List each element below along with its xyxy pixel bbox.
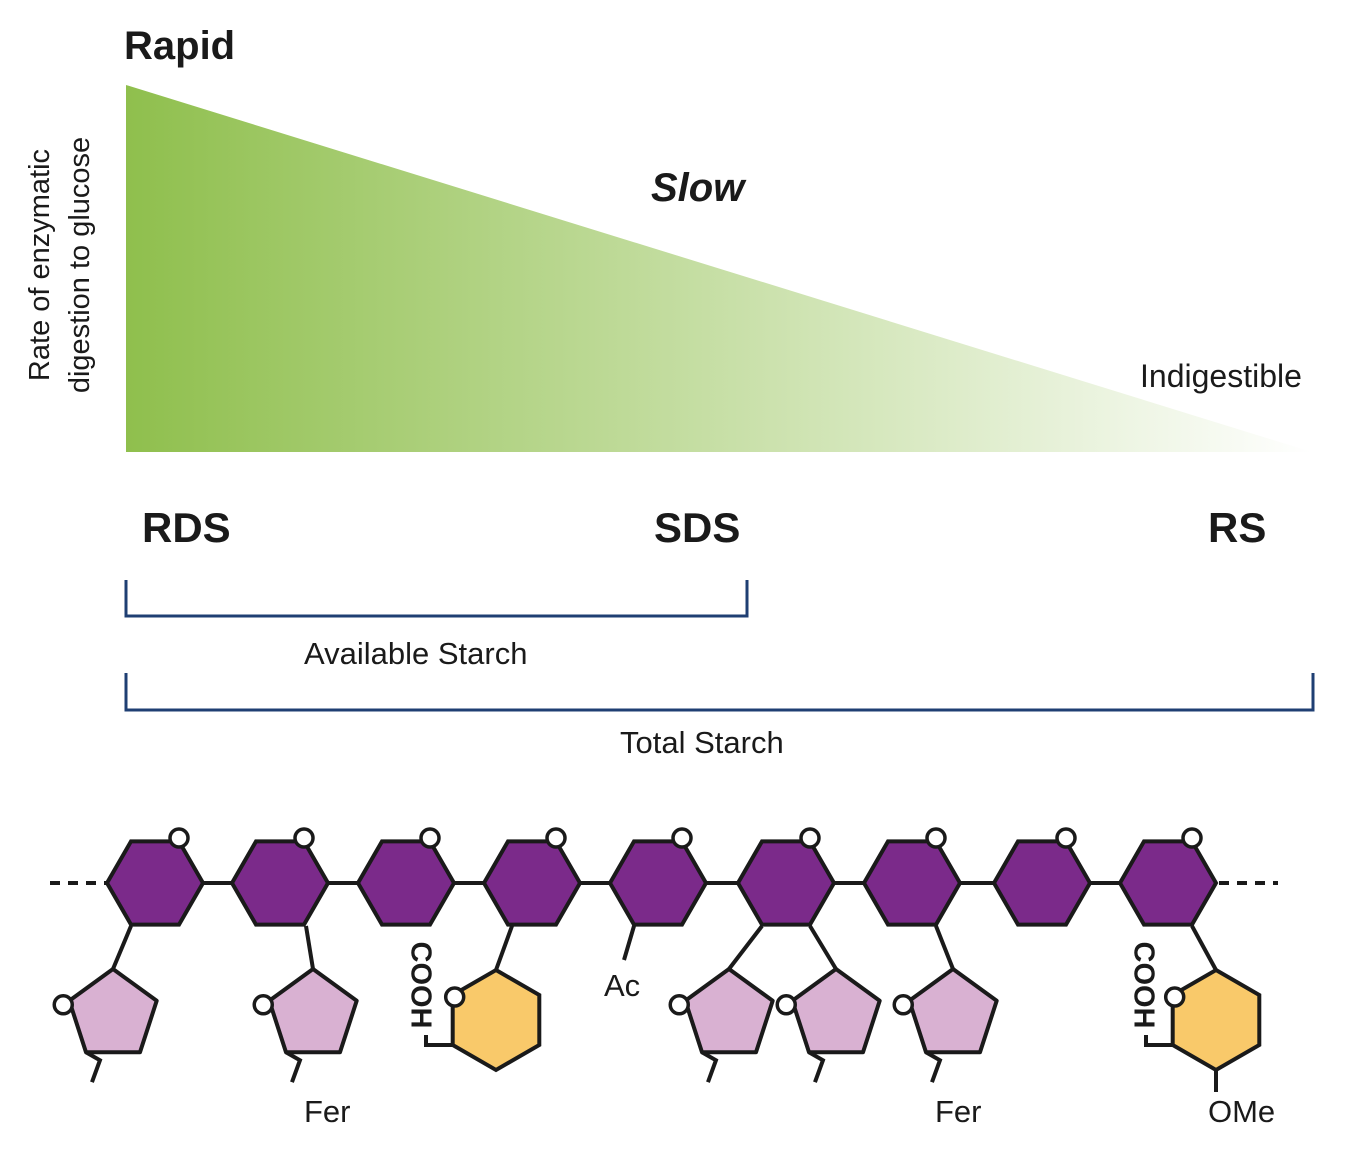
hydroxyl-group — [668, 994, 691, 1016]
side-chain-bond — [808, 924, 838, 971]
hydroxyl-group — [671, 827, 693, 849]
xylose-unit — [481, 839, 583, 927]
side-chain-tail — [700, 1050, 719, 1083]
label-slow: Slow — [651, 166, 745, 210]
category-sds: SDS — [654, 504, 741, 551]
xylose-unit — [607, 839, 709, 927]
ac-label: Ac — [604, 968, 641, 1003]
label-indigestible: Indigestible — [1140, 358, 1302, 394]
arabinose-unit — [907, 967, 999, 1055]
acetyl-bond — [622, 925, 636, 961]
arabinose-unit — [683, 967, 775, 1055]
available-starch-label: Available Starch — [304, 636, 528, 671]
hydroxyl-group — [443, 986, 466, 1008]
side-chain-bond — [111, 925, 133, 970]
category-rds: RDS — [142, 504, 231, 551]
arabinose-unit — [267, 967, 359, 1055]
side-chain-tail — [284, 1050, 303, 1083]
xylose-unit — [229, 839, 331, 927]
side-chain-tail — [924, 1050, 943, 1083]
hydroxyl-group — [775, 994, 798, 1016]
hydroxyl-group — [1055, 827, 1077, 849]
arabinose-unit — [790, 967, 882, 1055]
fer-label-2: Fer — [935, 1094, 982, 1129]
side-chain-bond — [304, 925, 315, 970]
side-chain-bond — [934, 925, 955, 970]
glucuronic-acid-unit — [1170, 967, 1262, 1073]
xylose-unit — [104, 839, 206, 927]
ome-label: OMe — [1208, 1094, 1276, 1129]
hydroxyl-group — [419, 827, 441, 849]
side-chain-bond — [494, 925, 514, 971]
side-chain-tail — [807, 1050, 826, 1083]
hydroxyl-group — [293, 827, 315, 849]
available-starch-bracket — [124, 580, 749, 618]
hydroxyl-group — [252, 994, 275, 1016]
side-chains — [52, 924, 1262, 1092]
xylose-unit — [1117, 839, 1219, 927]
side-chain-bond — [1190, 925, 1218, 971]
hydroxyl-group — [925, 827, 947, 849]
carboxyl-bond — [1144, 1035, 1173, 1047]
total-starch-label: Total Starch — [620, 725, 784, 760]
xylose-unit — [735, 839, 837, 927]
side-chain-bond — [727, 924, 764, 971]
fer-label-1: Fer — [304, 1094, 351, 1129]
arabinose-unit — [67, 967, 159, 1055]
total-starch-bracket — [124, 673, 1315, 712]
carboxyl-bond — [424, 1035, 453, 1047]
hydroxyl-group — [892, 994, 915, 1016]
hydroxyl-group — [1181, 827, 1203, 849]
hydroxyl-group — [1163, 986, 1186, 1008]
xylose-unit — [355, 839, 457, 927]
xylose-unit — [861, 839, 963, 927]
hydroxyl-group — [545, 827, 567, 849]
hydroxyl-group — [168, 827, 190, 849]
side-chain-tail — [84, 1050, 103, 1083]
hydroxyl-group — [799, 827, 821, 849]
glucuronic-acid-unit — [450, 967, 542, 1073]
xylan-backbone — [104, 827, 1219, 927]
category-rs: RS — [1208, 504, 1267, 551]
digestion-rate-triangle — [126, 85, 1312, 452]
label-rapid: Rapid — [124, 24, 236, 68]
hydroxyl-group — [52, 994, 75, 1016]
xylose-unit — [991, 839, 1093, 927]
